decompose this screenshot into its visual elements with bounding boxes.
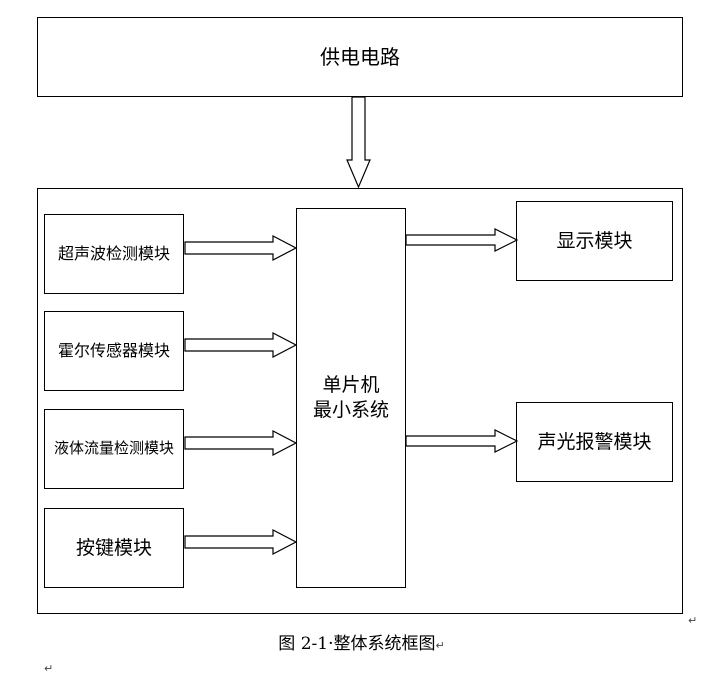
hall-to-mcu-arrow <box>184 332 298 358</box>
paragraph-mark-right: ↵ <box>688 614 698 627</box>
ultrasonic-module-block: 超声波检测模块 <box>44 214 184 294</box>
key-module-block: 按键模块 <box>44 508 184 588</box>
paragraph-mark-caption: ↵ <box>435 639 445 652</box>
display-module-block: 显示模块 <box>516 201 673 281</box>
paragraph-mark-bottom: ↵ <box>44 662 54 675</box>
flow-detection-module-block: 液体流量检测模块 <box>44 409 184 489</box>
hall-sensor-module-block: 霍尔传感器模块 <box>44 311 184 391</box>
mcu-block: 单片机 最小系统 <box>296 208 406 588</box>
ultrasonic-to-mcu-arrow <box>184 235 298 261</box>
mcu-to-alarm-arrow <box>405 429 519 453</box>
power-supply-block: 供电电路 <box>37 17 683 97</box>
power-down-arrow <box>346 96 371 189</box>
mcu-to-display-arrow <box>405 228 519 252</box>
flow-to-mcu-arrow <box>184 430 298 456</box>
alarm-module-block: 声光报警模块 <box>516 402 673 482</box>
figure-caption: 图 2-1·整体系统框图↵ <box>0 629 723 654</box>
key-to-mcu-arrow <box>184 529 298 555</box>
figure-caption-text: 图 2-1·整体系统框图 <box>278 634 436 654</box>
